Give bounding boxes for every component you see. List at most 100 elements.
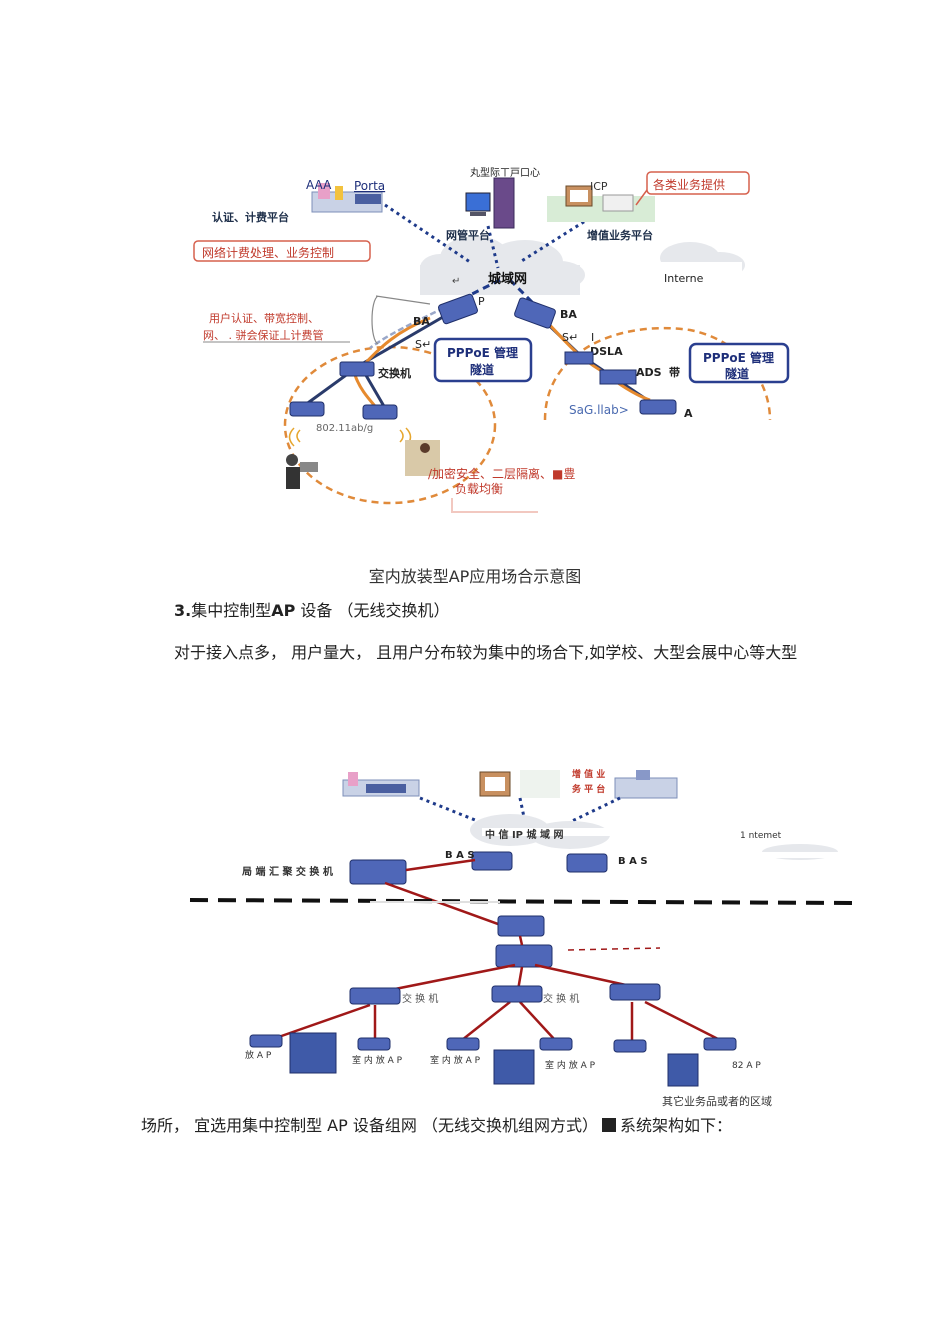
nms-center-label: 丸型际ㄒ戸口心	[470, 166, 540, 179]
vas-label-1: 增 值 业	[572, 768, 605, 780]
separator-line	[189, 898, 853, 905]
security-line1: /加密安全、二层隔离、■豊	[428, 466, 575, 481]
ap-3-icon	[446, 1037, 480, 1051]
indoor-ap-label-2: 室 内 放 A P	[430, 1054, 481, 1066]
bas-router-2-icon	[566, 853, 608, 873]
metro-ip-cloud	[470, 814, 688, 849]
paragraph-2-end: 系统架构如下：	[619, 1116, 732, 1135]
ap-1-icon	[249, 1034, 283, 1048]
sag-label: SaG.llab>	[569, 403, 629, 417]
metro-label: 城域网	[488, 271, 527, 287]
ba-right-label: BA	[560, 308, 577, 321]
p-label: P	[478, 295, 485, 308]
core-switch-icon	[495, 944, 553, 968]
section-heading: 3.集中控制型AP 设备 （无线交换机）	[174, 597, 450, 621]
paragraph-1-text: 对于接入点多， 用户量大， 且用户分布较为集中的场合下,如学校、大型会展中心等大…	[174, 643, 798, 662]
diagram-centralized-ap: 增 值 业 务 平 台 中 信 IP 城 域 网 1 ntemet B A S …	[189, 768, 853, 1108]
ap-left-2-icon	[362, 404, 398, 420]
top-right-equipment	[614, 770, 678, 799]
dsla-label: DSLA	[590, 345, 623, 358]
access-switch-3-icon	[609, 983, 661, 1001]
pppoe-left-box	[433, 337, 533, 383]
band-label: 带	[669, 365, 680, 379]
metro-ip-label: 中 信 IP 城 域 网	[485, 828, 563, 841]
switch-label-2: 交 换 机	[543, 992, 579, 1005]
building-3-icon	[667, 1053, 699, 1087]
pppoe-left-line1: PPPoE 管理	[447, 345, 518, 360]
auth-servers	[311, 183, 383, 213]
nms-server	[465, 177, 515, 229]
switch-icon	[339, 361, 375, 377]
nms-platform-label: 网管平台	[446, 228, 490, 242]
billing-label: 网络计费处理、业务控制	[202, 245, 334, 260]
paragraph-2-text: 场所， 宜选用集中控制型 AP 设备组网 （无线交换机组网方式）	[141, 1116, 598, 1135]
agg-switch-label: 局 端 汇 聚 交 换 机	[241, 865, 333, 878]
bas-router-right	[514, 297, 556, 329]
internet-label: Interne	[664, 272, 704, 285]
ap-4-icon	[539, 1037, 573, 1051]
s-right-label: S↵	[562, 331, 578, 344]
section-title-post: 设备 （无线交换机）	[295, 601, 450, 620]
billing-box	[193, 240, 371, 262]
pppoe-right-box	[688, 342, 790, 384]
user-auth-line1: 用户认证、带宽控制、	[209, 311, 319, 325]
top-middle-equipment	[479, 770, 560, 798]
ads-label: ADS	[636, 366, 662, 379]
wireless-controller-icon	[497, 915, 545, 937]
ap-6-icon	[703, 1037, 737, 1051]
diagram-indoor-ap: AAA Porta 认证、计费平台 网络计费处理、业务控制 丸型际ㄒ戸口心 网管…	[193, 166, 790, 513]
vas-label-2: 务 平 台	[572, 783, 605, 795]
section-title-pre: 集中控制型	[191, 601, 272, 620]
top-left-equipment	[342, 772, 420, 797]
internet-label-2: 1 ntemet	[740, 831, 782, 841]
bas-router-left	[438, 293, 478, 325]
section-number: 3.	[174, 601, 192, 620]
ba-left-label: BA	[413, 315, 430, 328]
agg-switch-icon	[349, 859, 407, 885]
section-title-bold: AP	[271, 601, 296, 620]
building-2-icon	[493, 1049, 535, 1085]
services-label: 各类业务提供	[653, 177, 725, 192]
portal-label: Porta	[354, 179, 385, 193]
paragraph-2: 场所， 宜选用集中控制型 AP 设备组网 （无线交换机组网方式） 系统架构如下：	[141, 1112, 732, 1136]
building-1-icon	[289, 1032, 337, 1074]
s-left-label: S↵	[415, 338, 431, 351]
modem-icon	[599, 369, 637, 385]
other-services-label: 其它业务品或者的区域	[662, 1094, 772, 1108]
internet-cloud	[636, 242, 745, 298]
black-square-icon	[601, 1118, 616, 1132]
internet-cloud-2	[748, 844, 838, 860]
indoor-ap-label-1: 室 内 放 A P	[352, 1054, 403, 1066]
ap-right-icon	[639, 399, 677, 415]
switch-label: 交换机	[378, 366, 411, 380]
ap-left-1-icon	[289, 401, 325, 417]
user-desk-icon	[405, 440, 440, 476]
paragraph-1: 对于接入点多， 用户量大， 且用户分布较为集中的场合下,如学校、大型会展中心等大…	[141, 642, 831, 664]
bas-router-1-icon	[471, 851, 513, 871]
ap-2-icon	[357, 1037, 391, 1051]
icp-label: ICP	[590, 180, 608, 193]
wlan-label: 802.11ab/g	[316, 423, 373, 434]
user-laptop-icon	[286, 454, 318, 489]
switch-label-1: 交 换 机	[402, 992, 438, 1005]
security-line2: 负载均衡	[455, 482, 503, 496]
ap-5-icon	[613, 1039, 647, 1053]
aaa-label: AAA	[306, 178, 332, 192]
vas-platform-label: 增值业务平台	[587, 228, 653, 242]
figure-caption: 室内放装型AP应用场合示意图	[368, 567, 582, 586]
dslam-icon	[564, 351, 594, 365]
access-switch-1-icon	[349, 987, 401, 1005]
vas-equipment	[547, 185, 655, 222]
services-box	[646, 171, 750, 195]
pppoe-left-line2: 隧道	[470, 362, 494, 377]
a-label: A	[684, 407, 693, 420]
access-switch-2-icon	[491, 985, 543, 1003]
indoor-ap-label-3: 室 内 放 A P	[545, 1059, 596, 1071]
user-auth-bracket	[371, 295, 431, 345]
auth-platform-label: 认证、计费平台	[212, 210, 289, 224]
i-label: I	[591, 331, 594, 344]
bas-label-2: B A S	[618, 856, 648, 867]
ap-left-label: 放 A P	[245, 1049, 272, 1061]
metro-arrow: ↵	[452, 276, 460, 287]
ap-right-label: 82 A P	[732, 1061, 761, 1071]
